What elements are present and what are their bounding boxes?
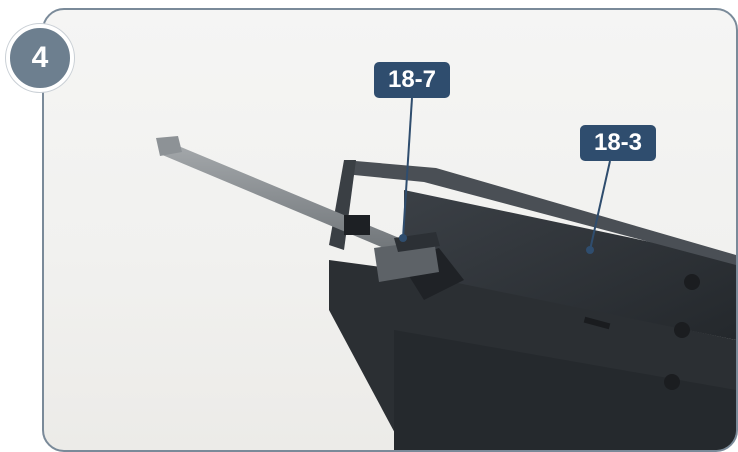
rail-top-wall xyxy=(344,160,736,265)
step-number: 4 xyxy=(31,41,49,74)
step-number-badge: 4 xyxy=(6,24,74,92)
screw-1 xyxy=(684,274,700,290)
screw-2 xyxy=(674,322,690,338)
part-label-18-3: 18-3 xyxy=(580,125,656,161)
rod-tip xyxy=(156,136,182,156)
screw-3 xyxy=(664,374,680,390)
assembly-photo xyxy=(156,136,736,450)
part-label-text: 18-7 xyxy=(387,66,437,93)
rail-side-face xyxy=(404,190,736,340)
part-label-18-7: 18-7 xyxy=(374,62,450,98)
part-label-text: 18-3 xyxy=(593,129,643,156)
rod xyxy=(160,140,404,254)
slot xyxy=(583,316,611,330)
connector-block xyxy=(374,240,439,282)
connector-nub xyxy=(344,215,370,235)
rail-bottom-block xyxy=(394,330,736,450)
rail-front-lip xyxy=(329,160,356,250)
